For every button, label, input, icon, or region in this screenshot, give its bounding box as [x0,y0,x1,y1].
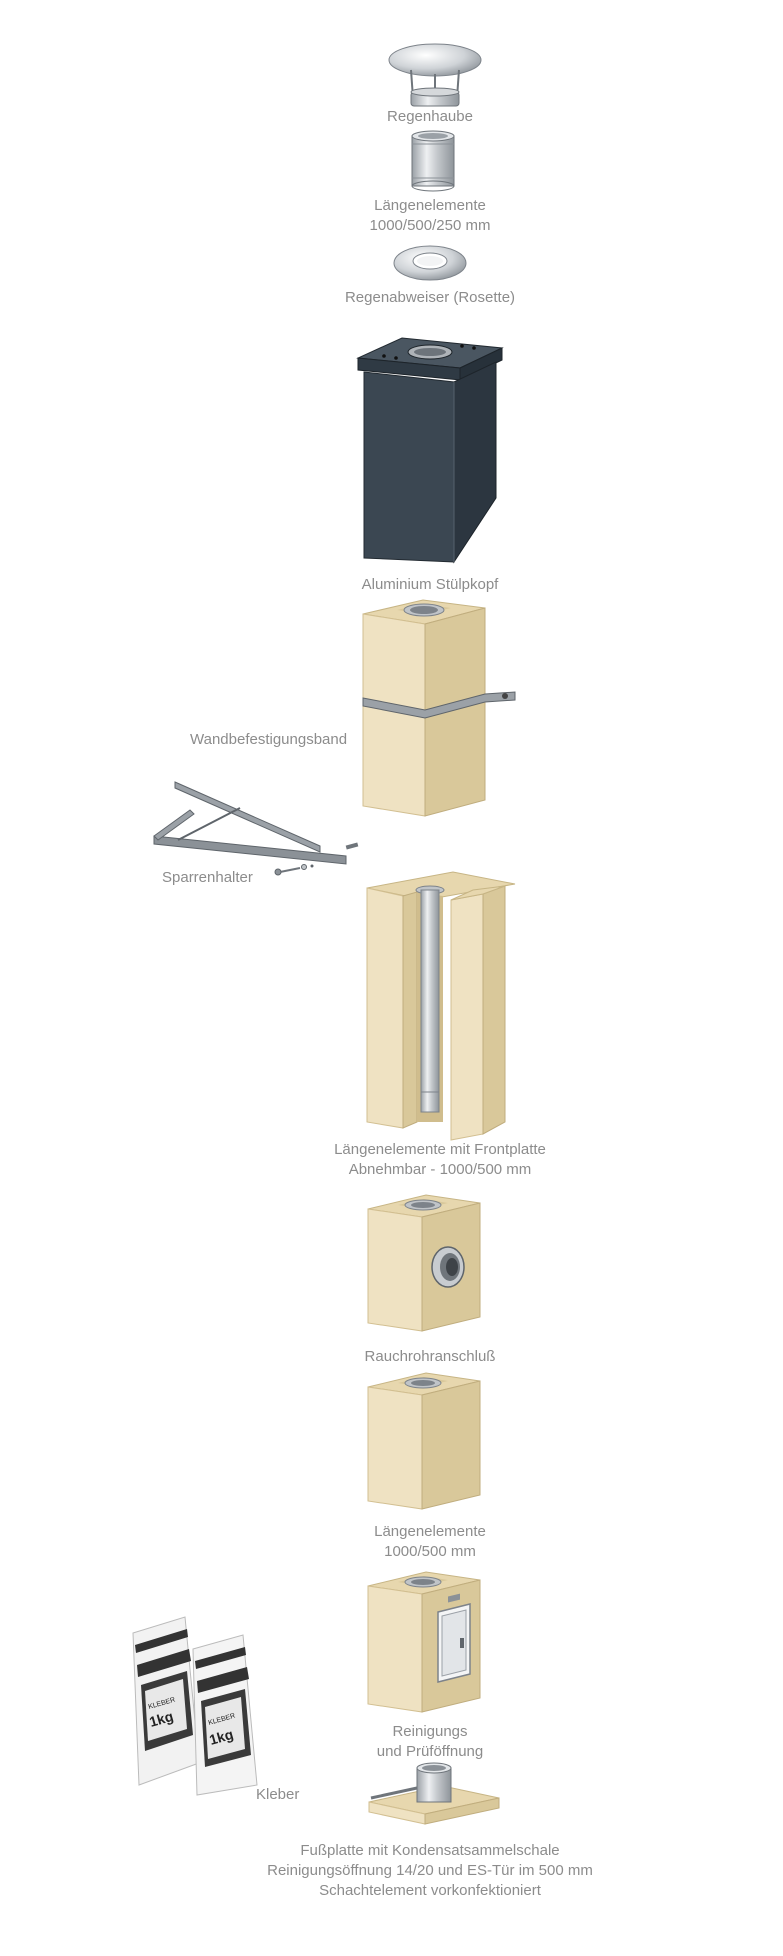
length-element-block-illustration [367,1372,481,1510]
cleaning-opening-line-2: und Prüföffnung [376,1743,484,1760]
rafter-bracket-illustration [153,781,359,876]
cleaning-opening-line-1: Reinigungs [392,1723,468,1740]
adhesive-bags-illustration: KLEBER 1kg KLEBER 1kg [132,1616,258,1796]
chimney-block-with-band-illustration [362,599,516,817]
base-plate-line-1: Fußplatte mit Kondensatsammelschale [300,1842,560,1859]
length-element-mid-line-2: 1000/500 mm [384,1543,476,1560]
aluminium-chimney-cap-illustration [356,337,504,564]
chimney-cap-label: Aluminium Stülpkopf [361,576,499,593]
cleaning-opening-label: Reinigungs und Prüföffnung [330,1722,530,1762]
rain-cap-label: Regenhaube [387,108,473,125]
wall-band-label: Wandbefestigungsband [190,731,348,748]
rain-cap-illustration [388,43,482,107]
length-element-top-line-1: Längenelemente [374,197,486,214]
flue-connection-label: Rauchrohranschluß [364,1348,496,1365]
base-plate-illustration [368,1762,500,1825]
rafter-bracket-label: Sparrenhalter [162,869,253,886]
length-element-top-line-2: 1000/500/250 mm [369,217,491,234]
front-plate-label: Längenelemente mit Frontplatte Abnehmbar… [300,1140,580,1180]
length-element-top-label: Längenelemente 1000/500/250 mm [330,196,530,236]
front-plate-line-2: Abnehmbar - 1000/500 mm [348,1161,532,1178]
steel-length-element-illustration [411,130,455,192]
base-plate-line-2: Reinigungsöffnung 14/20 und ES-Tür im 50… [267,1862,593,1879]
cleaning-opening-block-illustration [367,1571,481,1713]
bag-front-weight: 1kg [207,1726,235,1748]
flue-connection-block-illustration [367,1194,481,1332]
bag-back-weight: 1kg [147,1708,175,1730]
length-element-mid-line-1: Längenelemente [374,1523,486,1540]
base-plate-label: Fußplatte mit Kondensatsammelschale Rein… [240,1841,620,1901]
adhesive-label: Kleber [256,1786,300,1803]
rosette-illustration [393,245,467,281]
front-plate-block-illustration [366,871,516,1141]
rosette-label: Regenabweiser (Rosette) [344,289,516,306]
front-plate-line-1: Längenelemente mit Frontplatte [334,1141,546,1158]
base-plate-line-3: Schachtelement vorkonfektioniert [319,1882,541,1899]
length-element-mid-label: Längenelemente 1000/500 mm [330,1522,530,1562]
